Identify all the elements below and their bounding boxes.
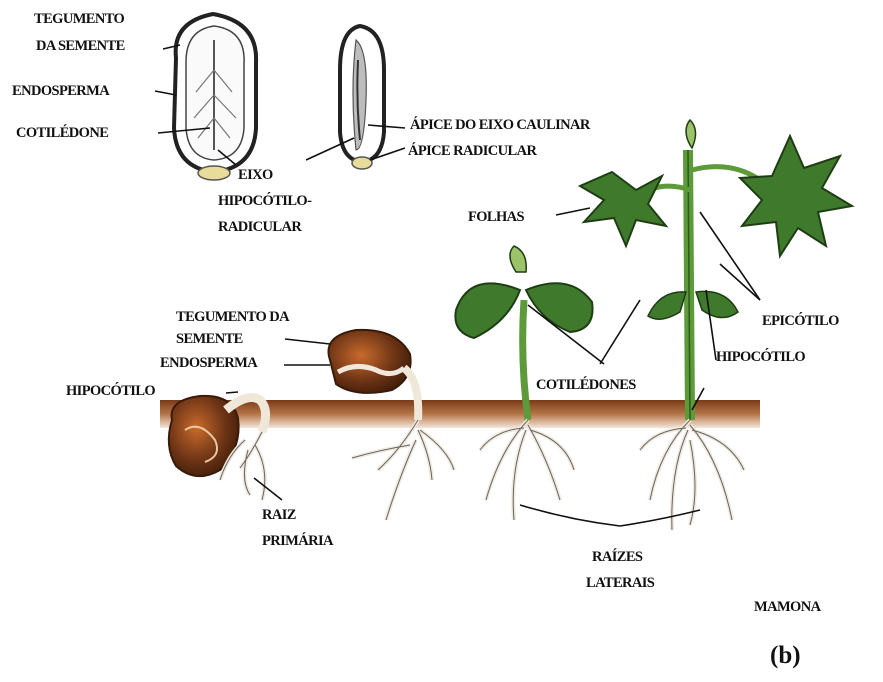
label-eixo-3: RADICULAR	[218, 215, 301, 238]
label-tegumento-top-1: TEGUMENTO	[34, 7, 124, 30]
label-apice-caulinar: ÁPICE DO EIXO CAULINAR	[410, 113, 590, 136]
label-raizes-2: LATERAIS	[586, 571, 654, 594]
label-tegumento-mid-1: TEGUMENTO DA	[176, 305, 289, 328]
label-cotiledone: COTILÉDONE	[16, 121, 108, 144]
label-folhas: FOLHAS	[468, 205, 524, 228]
label-hipocotilo-right: HIPOCÓTILO	[716, 345, 805, 368]
label-raizes-1: RAÍZES	[592, 545, 642, 568]
label-endosperma-top: ENDOSPERMA	[12, 79, 109, 102]
label-apice-radicular: ÁPICE RADICULAR	[408, 139, 536, 162]
label-raiz-2: PRIMÁRIA	[262, 529, 333, 552]
label-epicotilo: EPICÓTILO	[762, 309, 839, 332]
seed-section-front	[174, 14, 256, 180]
panel-label: (b)	[770, 642, 801, 670]
label-species: MAMONA	[754, 595, 820, 618]
label-eixo-1: EIXO	[238, 163, 273, 186]
label-hipocotilo-left: HIPOCÓTILO	[66, 379, 155, 402]
label-tegumento-top-2: DA SEMENTE	[36, 34, 125, 57]
label-endosperma-mid: ENDOSPERMA	[160, 351, 257, 374]
label-eixo-2: HIPOCÓTILO-	[218, 189, 311, 212]
soil-surface	[160, 400, 760, 428]
seed-section-side	[340, 26, 384, 169]
label-cotiledones: COTILÉDONES	[536, 373, 636, 396]
label-raiz-1: RAIZ	[262, 503, 296, 526]
label-tegumento-mid-2: SEMENTE	[176, 327, 243, 350]
